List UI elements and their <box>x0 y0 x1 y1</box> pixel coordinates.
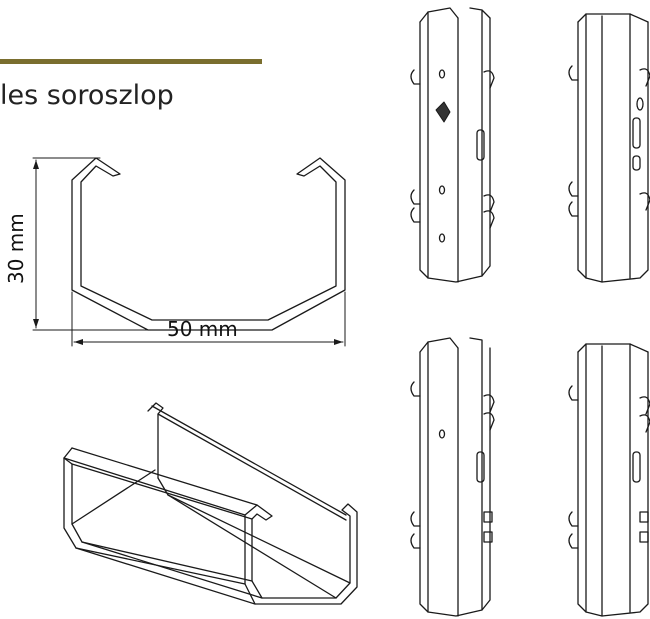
height-dimension-label: 30 mm <box>4 213 28 284</box>
post-view-top-left <box>410 7 495 283</box>
page-title: les soroszlop <box>0 80 174 111</box>
post-view-bottom-right <box>568 343 650 617</box>
post-view-top-right <box>568 13 650 283</box>
dimension-height <box>32 157 151 331</box>
width-dimension-label: 50 mm <box>167 317 238 341</box>
title-accent-rule <box>0 59 262 64</box>
post-view-bottom-left <box>410 337 495 617</box>
channel-isometric <box>63 402 358 605</box>
profile-outline <box>71 157 346 331</box>
dimension-width <box>71 291 346 347</box>
profile-cross-section <box>71 157 346 331</box>
